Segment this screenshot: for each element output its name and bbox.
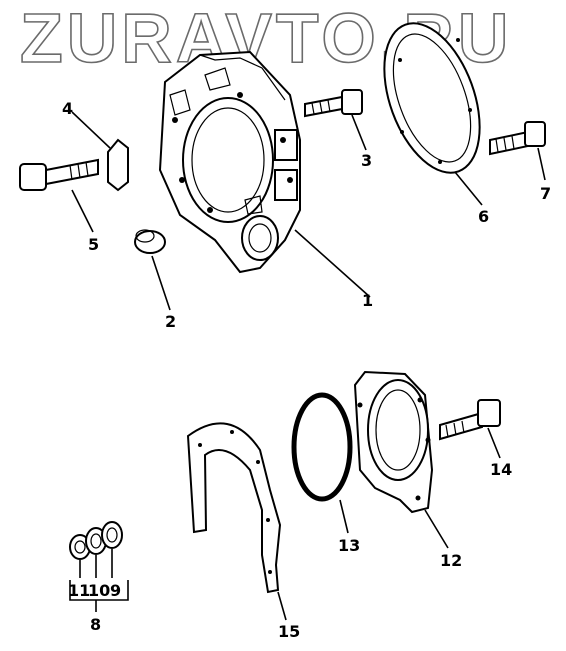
callout-11: 11 — [68, 581, 90, 600]
callout-2: 2 — [165, 312, 176, 331]
callout-10: 10 — [88, 581, 110, 600]
rear-cover — [353, 370, 434, 514]
seal-set — [69, 521, 123, 560]
callouts: 1 2 3 4 5 6 7 8 9 10 11 12 13 14 15 — [62, 99, 551, 641]
gasket-plate — [186, 422, 282, 594]
callout-1: 1 — [362, 291, 373, 310]
gasket-ring — [383, 22, 481, 174]
bolt-14 — [439, 399, 501, 441]
callout-8: 8 — [90, 615, 101, 634]
callout-12: 12 — [440, 551, 462, 570]
o-ring — [291, 392, 353, 502]
bolt-5 — [19, 158, 99, 191]
callout-13: 13 — [338, 536, 360, 555]
bolt-7 — [489, 121, 546, 156]
callout-6: 6 — [478, 207, 489, 226]
callout-5: 5 — [88, 235, 99, 254]
bushing — [134, 229, 166, 254]
leader-lines — [69, 111, 546, 621]
cover-plate — [107, 138, 129, 192]
callout-15: 15 — [278, 622, 300, 641]
callout-4: 4 — [62, 99, 73, 118]
callout-14: 14 — [490, 460, 512, 479]
callout-7: 7 — [540, 184, 551, 203]
callout-9: 9 — [110, 581, 121, 600]
bolt-3 — [304, 89, 363, 118]
flywheel-housing — [158, 50, 301, 274]
callout-3: 3 — [361, 151, 372, 170]
